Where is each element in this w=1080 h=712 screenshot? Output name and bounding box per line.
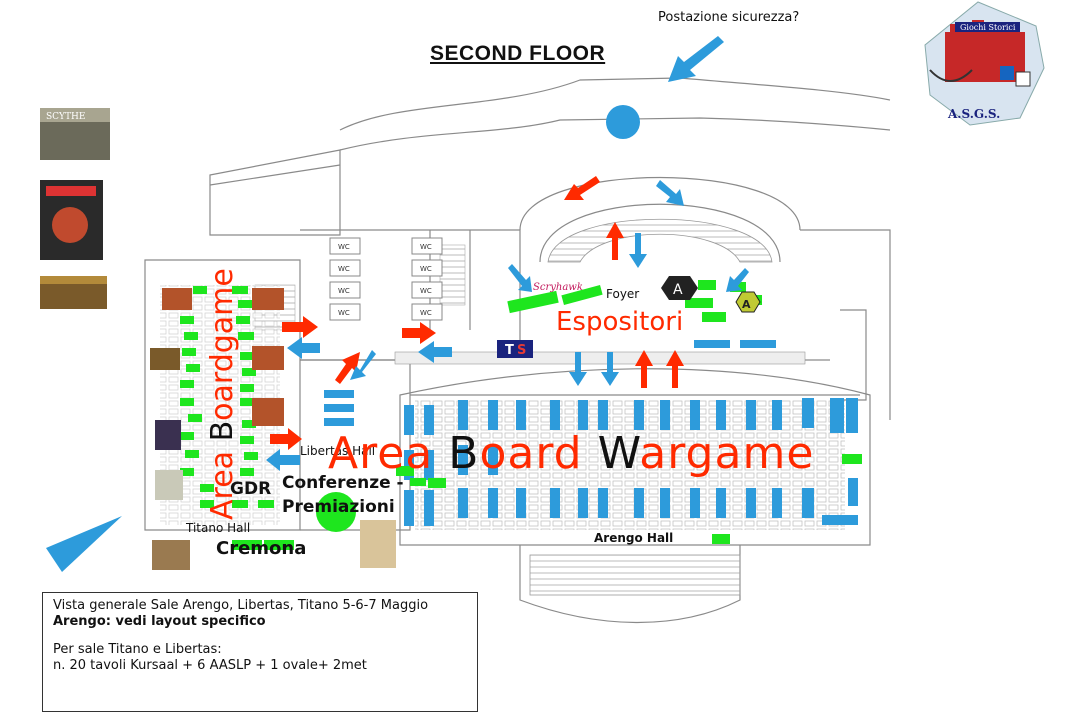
premiazioni-label: Premiazioni — [282, 497, 395, 517]
espositori-label: Espositori — [556, 307, 684, 337]
corridor-colonnade — [394, 351, 806, 365]
svg-text:WC: WC — [420, 265, 432, 273]
svg-text:T: T — [505, 343, 514, 358]
svg-text:Giochi Storici: Giochi Storici — [960, 23, 1016, 32]
asgs-logo: Giochi Storici A.S.G.S. — [924, 1, 1045, 126]
info-line-2: Arengo: vedi layout specifico — [53, 614, 266, 629]
floor-plan: WC WC WC WC WC WC WC WC — [40, 1, 1045, 624]
amphitheatre-steps — [547, 218, 773, 263]
svg-text:WC: WC — [338, 265, 350, 273]
svg-text:WC: WC — [420, 287, 432, 295]
wargame-tables — [324, 340, 858, 526]
security-point — [606, 105, 640, 139]
info-line-1: Vista generale Sale Arengo, Libertas, Ti… — [53, 598, 429, 613]
floor-plan-drawing: WC WC WC WC WC WC WC WC — [40, 1, 1045, 624]
svg-text:A.S.G.S.: A.S.G.S. — [947, 107, 1000, 121]
info-line-4: n. 20 tavoli Kursaal + 6 AASLP + 1 ovale… — [53, 658, 367, 673]
exhibitor-logos: T S Scryhawk A A — [497, 276, 761, 358]
conference-table — [316, 492, 356, 532]
conferenze-label: Conferenze - — [282, 473, 404, 493]
titano-hall-label: Titano Hall — [186, 521, 251, 535]
red-arrows — [270, 176, 684, 450]
cremona-label: Cremona — [216, 538, 307, 559]
arengo-hall-label: Arengo Hall — [594, 531, 674, 545]
info-box: Vista generale Sale Arengo, Libertas, Ti… — [42, 592, 478, 712]
svg-text:WC: WC — [420, 243, 432, 251]
svg-text:A: A — [673, 282, 683, 298]
svg-text:A: A — [742, 298, 751, 311]
stage-steps — [529, 554, 741, 596]
svg-text:WC: WC — [338, 309, 350, 317]
security-note: Postazione sicurezza? — [658, 10, 800, 25]
svg-text:SCYTHE: SCYTHE — [46, 112, 85, 122]
svg-text:WC: WC — [420, 309, 432, 317]
page-title: SECOND FLOOR — [430, 42, 606, 65]
stair-2 — [439, 244, 466, 306]
svg-text:WC: WC — [338, 243, 350, 251]
wc-rooms: WC WC WC WC WC WC WC WC — [329, 237, 443, 321]
boardgame-tables — [178, 280, 862, 550]
game-images: SCYTHE — [40, 108, 396, 570]
foyer-label: Foyer — [606, 287, 640, 301]
libertas-hall-label: Libertas Hall — [300, 444, 376, 458]
blue-arrows — [46, 36, 749, 572]
svg-text:Scryhawk: Scryhawk — [533, 282, 583, 293]
svg-text:S: S — [517, 343, 526, 358]
gdr-label: GDR — [230, 479, 272, 499]
info-line-3: Per sale Titano e Libertas: — [53, 642, 222, 657]
area-board-wargame-label: Area Board Wargame — [328, 428, 815, 479]
svg-text:WC: WC — [338, 287, 350, 295]
